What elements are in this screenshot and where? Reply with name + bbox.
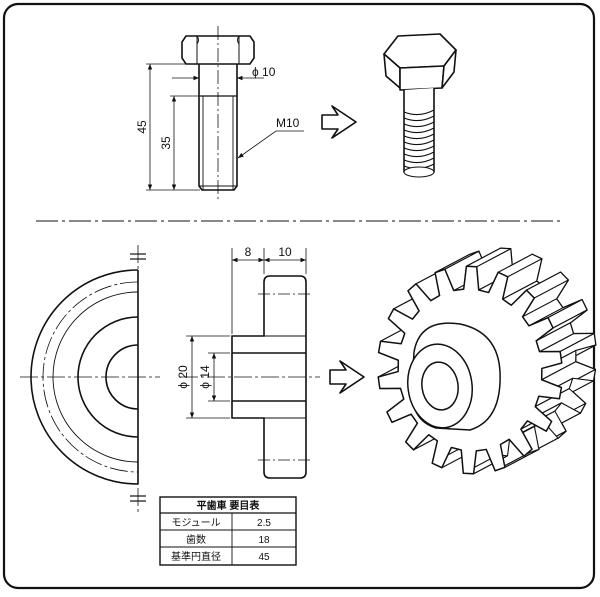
spec-table: 平歯車 要目表 モジュール 2.5 歯数 18 基準円直径 45 bbox=[159, 496, 297, 566]
spec-table-label-teeth: 歯数 bbox=[186, 533, 206, 546]
gear-section-view bbox=[180, 275, 320, 479]
leader-m10 bbox=[237, 130, 304, 159]
arrow-icon-bolt bbox=[321, 105, 357, 139]
gear-outer-circle bbox=[30, 269, 139, 485]
gear-3d-bore bbox=[421, 361, 459, 411]
gear-dimensions bbox=[186, 248, 307, 419]
bolt-3d-end bbox=[403, 166, 435, 178]
arrow-icon-gear bbox=[329, 360, 365, 394]
dim-label-phi14: ϕ 14 bbox=[198, 365, 212, 389]
gear-bore-circle bbox=[105, 344, 139, 410]
sheet-border bbox=[2, 2, 596, 590]
gear-side-view bbox=[20, 245, 160, 512]
spec-table-value-pitch-diameter: 45 bbox=[258, 552, 270, 563]
spec-table-frame bbox=[159, 496, 297, 566]
bolt-3d-view bbox=[383, 33, 457, 178]
gear-pitch-circle bbox=[42, 281, 139, 473]
dim-label-8: 8 bbox=[245, 245, 252, 259]
spec-table-value-module: 2.5 bbox=[257, 518, 271, 529]
bolt-3d-head-side-front bbox=[399, 65, 445, 91]
spec-table-label-module: モジュール bbox=[171, 518, 220, 529]
bolt-shank bbox=[198, 64, 238, 191]
spec-table-title: 平歯車 要目表 bbox=[197, 499, 261, 512]
bolt-head bbox=[181, 35, 255, 65]
spec-table-value-teeth: 18 bbox=[258, 535, 270, 546]
bolt-head-chamfer bbox=[196, 35, 240, 45]
bolt-dimensions bbox=[146, 63, 304, 191]
bolt-2d-view bbox=[181, 26, 255, 200]
spec-table-label-pitch-diameter: 基準円直径 bbox=[171, 550, 221, 563]
dim-label-phi20: ϕ 20 bbox=[176, 365, 190, 389]
gear-section-outline bbox=[231, 275, 307, 479]
dim-label-phi10: ϕ 10 bbox=[252, 65, 276, 79]
bolt-3d-threads bbox=[403, 109, 435, 170]
dim-label-35: 35 bbox=[159, 136, 173, 150]
dim-label-45: 45 bbox=[135, 120, 149, 134]
gear-root-circle bbox=[52, 291, 139, 463]
gear-hub-circle bbox=[77, 316, 139, 438]
bolt-3d-head-side-right bbox=[441, 49, 457, 89]
label-m10: M10 bbox=[276, 116, 300, 130]
dim-label-10: 10 bbox=[278, 245, 292, 259]
gear-3d-view bbox=[377, 247, 597, 475]
